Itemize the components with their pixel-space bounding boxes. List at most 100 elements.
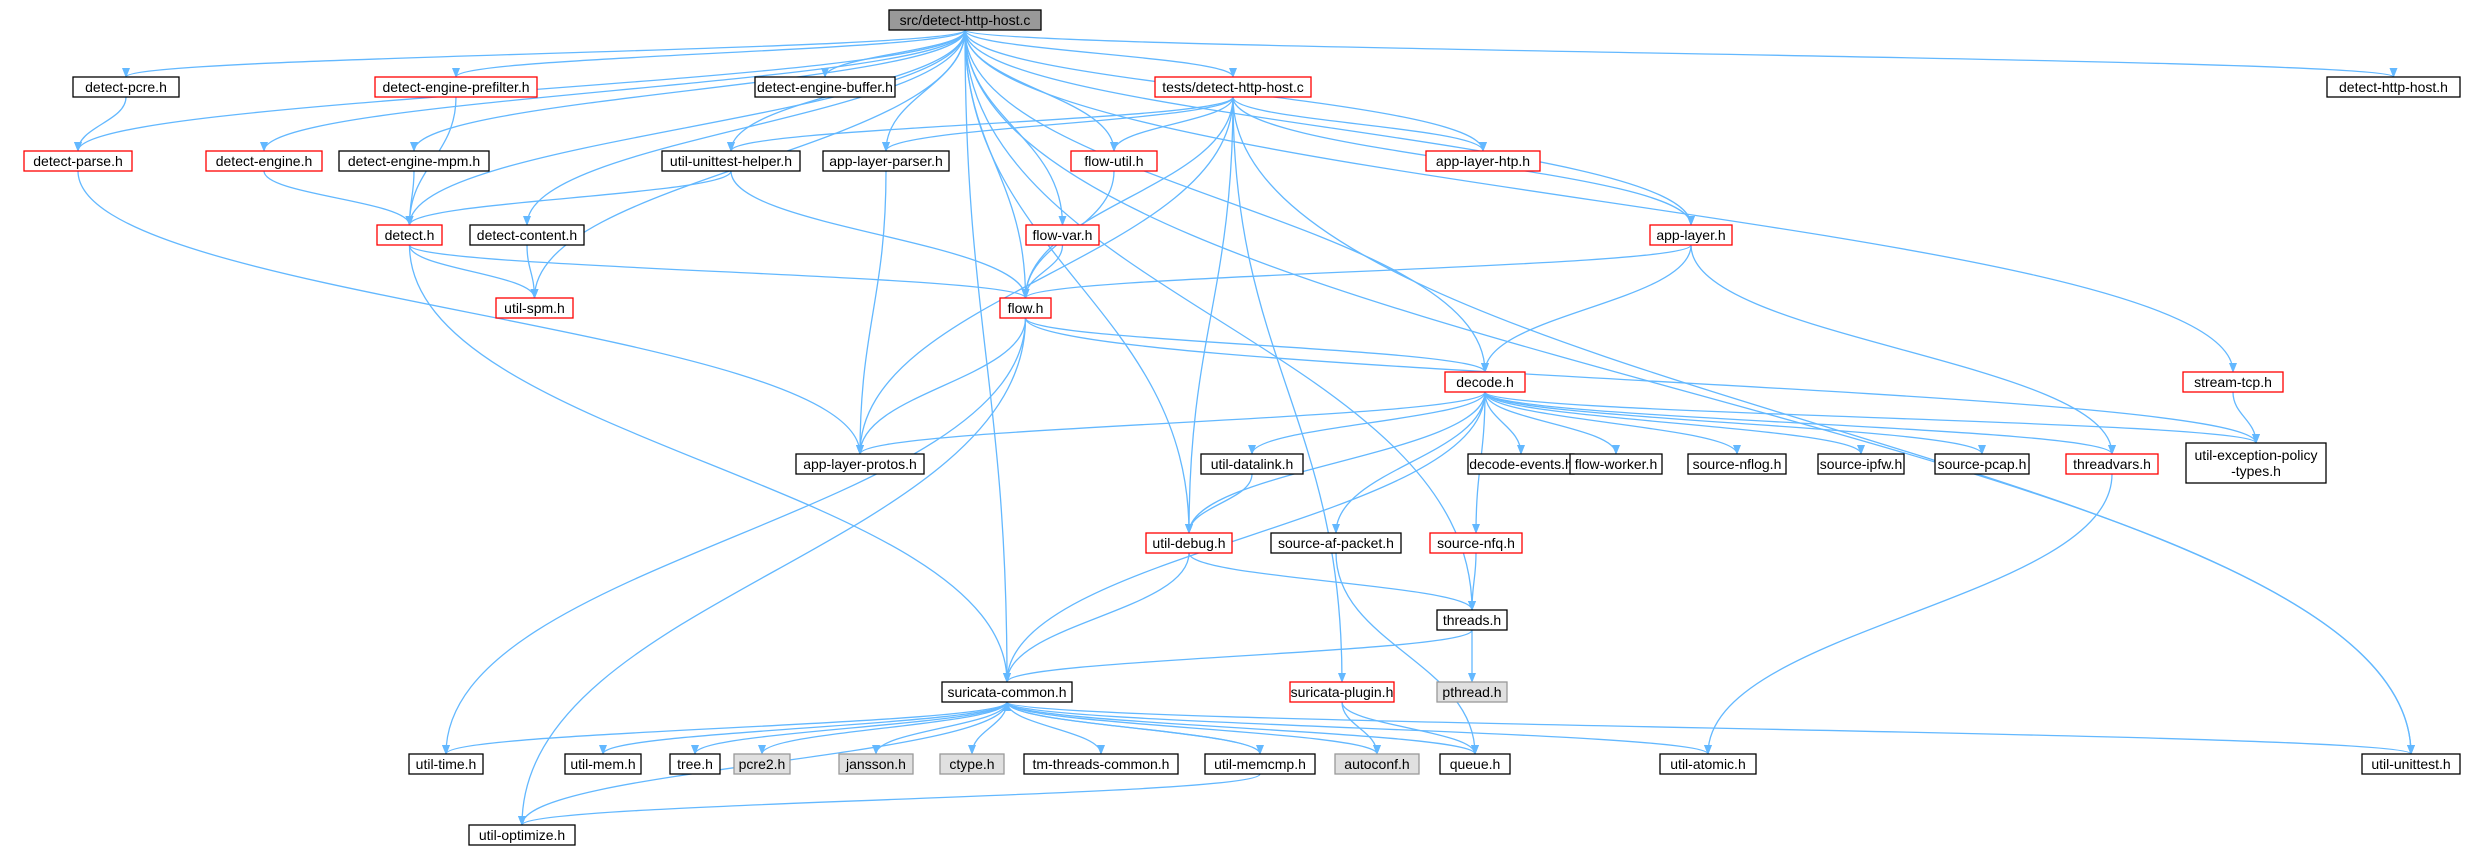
edge-root-to-tests_detect_http_host	[964, 29, 1237, 78]
node-tree[interactable]: tree.h	[669, 753, 721, 775]
edge-util_memcmp-to-suricata_common	[1003, 701, 1261, 755]
node-detect-engine-prefilter[interactable]: detect-engine-prefilter.h	[374, 76, 538, 98]
edge-tests_detect_http_host-to-suricata_plugin	[1232, 96, 1346, 683]
node-tests-detect-http-host[interactable]: tests/detect-http-host.c	[1154, 76, 1312, 98]
node-flow-var[interactable]: flow-var.h	[1025, 224, 1100, 246]
node-source-nflog[interactable]: source-nflog.h	[1687, 453, 1787, 475]
node-threadvars[interactable]: threadvars.h	[2065, 453, 2159, 475]
node-box	[1934, 453, 2030, 475]
node-suricata-plugin[interactable]: suricata-plugin.h	[1289, 681, 1395, 703]
edge-decode_h-to-app_layer_protos	[856, 391, 1486, 455]
node-ctype[interactable]: ctype.h	[939, 753, 1005, 775]
node-box	[376, 224, 443, 246]
edge-app_layer_parser-to-app_layer_protos	[856, 170, 887, 455]
edge-detect_engine-to-detect_h	[263, 170, 414, 226]
node-box	[838, 753, 914, 775]
node-box	[1023, 753, 1179, 775]
edge-tests_detect_http_host-to-util_debug	[1185, 96, 1234, 534]
edge-source_af_packet-to-queue	[1335, 552, 1479, 755]
node-app-layer[interactable]: app-layer.h	[1649, 224, 1733, 246]
node-source-af-packet[interactable]: source-af-packet.h	[1270, 532, 1402, 554]
node-flow-util[interactable]: flow-util.h	[1070, 150, 1158, 172]
node-util-unittest[interactable]: util-unittest.h	[2361, 753, 2461, 775]
node-label: detect-http-host.h	[2339, 79, 2448, 95]
edge-root-to-util_debug	[964, 29, 1193, 534]
edge-stream_tcp-to-util_exception	[2232, 391, 2260, 444]
edge-flow_h-to-util_optimize	[518, 317, 1027, 826]
edge-source_nfq-to-threads	[1468, 552, 1477, 611]
edge-root-to-stream_tcp	[964, 29, 2237, 373]
node-box	[2185, 442, 2327, 484]
node-suricata-common[interactable]: suricata-common.h	[941, 681, 1073, 703]
node-util-memcmp[interactable]: util-memcmp.h	[1204, 753, 1316, 775]
node-source-nfq[interactable]: source-nfq.h	[1429, 532, 1523, 554]
node-tm-threads-common[interactable]: tm-threads-common.h	[1023, 753, 1179, 775]
node-box	[1154, 76, 1312, 98]
node-detect-parse[interactable]: detect-parse.h	[23, 150, 133, 172]
edge-decode_h-to-flow_worker	[1484, 391, 1620, 455]
edge-decode_h-to-decode_events	[1484, 391, 1525, 455]
node-box	[1425, 150, 1541, 172]
node-util-datalink[interactable]: util-datalink.h	[1200, 453, 1304, 475]
node-box	[661, 150, 801, 172]
node-source-ipfw[interactable]: source-ipfw.h	[1817, 453, 1905, 475]
node-pthread[interactable]: pthread.h	[1436, 681, 1508, 703]
node-detect-pcre[interactable]: detect-pcre.h	[72, 76, 180, 98]
node-jansson[interactable]: jansson.h	[838, 753, 914, 775]
node-util-debug[interactable]: util-debug.h	[1145, 532, 1233, 554]
edge-root-to-detect_content	[523, 29, 966, 226]
node-source-pcap[interactable]: source-pcap.h	[1934, 453, 2030, 475]
edge-root-to-detect_engine_prefilter	[452, 29, 966, 78]
edge-util_unittest_helper-to-detect_h	[405, 170, 732, 226]
node-decode-h[interactable]: decode.h	[1444, 371, 1526, 393]
edge-suricata_common-to-util_time	[442, 701, 1008, 755]
node-box	[469, 224, 585, 246]
node-label: util-datalink.h	[1211, 456, 1294, 472]
node-box	[2326, 76, 2461, 98]
node-box	[2182, 371, 2284, 393]
node-label: decode.h	[1456, 374, 1514, 390]
node-queue[interactable]: queue.h	[1439, 753, 1511, 775]
node-pcre2[interactable]: pcre2.h	[733, 753, 791, 775]
node-label: suricata-plugin.h	[1291, 684, 1394, 700]
node-detect-http-host-h[interactable]: detect-http-host.h	[2326, 76, 2461, 98]
node-util-unittest-helper[interactable]: util-unittest-helper.h	[661, 150, 801, 172]
node-app-layer-protos[interactable]: app-layer-protos.h	[795, 453, 925, 475]
node-decode-events[interactable]: decode-events.h	[1467, 453, 1575, 475]
node-root[interactable]: src/detect-http-host.c	[888, 9, 1042, 31]
node-util-atomic[interactable]: util-atomic.h	[1659, 753, 1757, 775]
edge-detect_content-to-util_spm	[526, 244, 539, 299]
node-label: flow.h	[1008, 300, 1044, 316]
edge-util_unittest_helper-to-flow_h	[730, 170, 1030, 299]
node-box	[564, 753, 642, 775]
node-detect-h[interactable]: detect.h	[376, 224, 443, 246]
node-box	[733, 753, 791, 775]
node-detect-engine-mpm[interactable]: detect-engine-mpm.h	[338, 150, 490, 172]
node-autoconf[interactable]: autoconf.h	[1334, 753, 1420, 775]
edge-threadvars-to-util_atomic	[1704, 473, 2113, 755]
node-flow-worker[interactable]: flow-worker.h	[1569, 453, 1663, 475]
node-util-exception[interactable]: util-exception-policy-types.h	[2185, 442, 2327, 484]
node-flow-h[interactable]: flow.h	[999, 297, 1052, 319]
node-app-layer-htp[interactable]: app-layer-htp.h	[1425, 150, 1541, 172]
node-app-layer-parser[interactable]: app-layer-parser.h	[822, 150, 950, 172]
node-label: ctype.h	[949, 756, 994, 772]
node-util-mem[interactable]: util-mem.h	[564, 753, 642, 775]
node-label: source-af-packet.h	[1278, 535, 1394, 551]
node-threads[interactable]: threads.h	[1436, 609, 1508, 631]
node-label: detect-engine-buffer.h	[757, 79, 893, 95]
node-detect-engine-buffer[interactable]: detect-engine-buffer.h	[754, 76, 896, 98]
edge-util_debug-to-suricata_common	[1003, 552, 1190, 683]
node-label: detect-engine.h	[216, 153, 313, 169]
node-detect-content[interactable]: detect-content.h	[469, 224, 585, 246]
node-util-optimize[interactable]: util-optimize.h	[468, 824, 576, 846]
node-box	[1687, 453, 1787, 475]
node-detect-engine[interactable]: detect-engine.h	[205, 150, 323, 172]
node-util-time[interactable]: util-time.h	[408, 753, 484, 775]
node-label: suricata-common.h	[947, 684, 1066, 700]
edge-root-to-suricata_common	[964, 29, 1011, 683]
edge-tests_detect_http_host-to-util_unittest	[1232, 96, 2415, 755]
node-util-spm[interactable]: util-spm.h	[495, 297, 574, 319]
edge-suricata_common-to-util_mem	[599, 701, 1008, 755]
node-stream-tcp[interactable]: stream-tcp.h	[2182, 371, 2284, 393]
